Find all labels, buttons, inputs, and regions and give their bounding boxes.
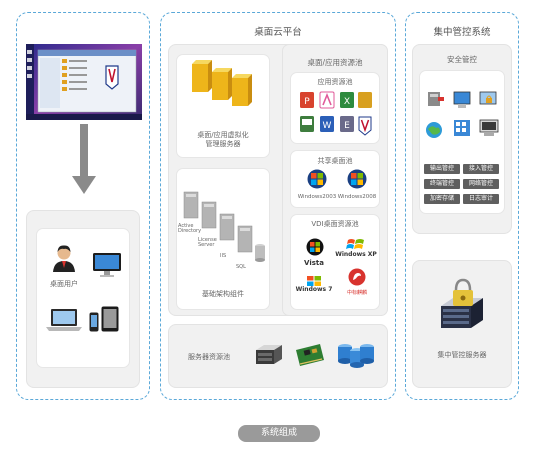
- infrastructure-servers-icon: [180, 188, 266, 272]
- app-icons-grid: P X W E: [298, 90, 374, 138]
- infra-sql-label: SQL: [236, 264, 246, 270]
- server-icon: [190, 58, 256, 108]
- desktop-user-label: 桌面用户: [50, 280, 78, 288]
- shared-item-win2003: Windows2003: [297, 194, 337, 200]
- svg-text:E: E: [344, 121, 350, 131]
- central-control-zone: [405, 12, 519, 400]
- svg-text:W: W: [323, 121, 332, 131]
- laptop-icon: [46, 308, 82, 332]
- user-panel-inner: [36, 228, 130, 368]
- vdi-item-kylin: 中标麒麟: [346, 290, 367, 296]
- desktop-cloud-zone: [160, 12, 396, 400]
- windows-flag-icon: [346, 236, 366, 250]
- tag-output-control: 输出管控: [424, 164, 460, 174]
- system-composition-label: 系统组成: [260, 428, 297, 438]
- vdi-item-win7: Windows 7: [295, 286, 333, 293]
- vdi-pool-box: [290, 214, 380, 310]
- vdi-item-vista: Vista: [304, 259, 324, 267]
- infra-license-label: License Server: [198, 237, 217, 248]
- down-arrow-icon: [72, 124, 96, 196]
- virtualization-server-label: 桌面/应用虚拟化 管理服务器: [197, 131, 249, 148]
- circuit-board-icon: [294, 342, 326, 368]
- client-zone: [16, 12, 150, 400]
- infrastructure-label: 基础架构组件: [202, 290, 244, 298]
- windows-flag-icon: [306, 272, 322, 286]
- tablet-icon: [101, 306, 119, 332]
- windows-logo-icon: [347, 169, 367, 189]
- shared-item-win2008: Windows2008: [337, 194, 377, 200]
- phone-icon: [89, 312, 99, 332]
- svg-text:X: X: [344, 97, 350, 107]
- svg-text:P: P: [304, 97, 310, 107]
- cloud-title: 桌面云平台: [254, 27, 302, 38]
- control-server-label: 集中管控服务器: [437, 351, 487, 359]
- tag-encrypted-storage: 加密存储: [424, 194, 460, 204]
- tag-access-control: 接入管控: [463, 164, 499, 174]
- server-pool-label: 服务器资源池: [188, 353, 230, 361]
- kylin-logo-icon: [348, 268, 366, 286]
- windows-logo-icon: [307, 169, 327, 189]
- monitor-icon: [92, 252, 122, 278]
- desktop-screenshot: [26, 44, 142, 120]
- infra-iis-label: IIS: [220, 253, 227, 259]
- vdi-pool-title: VDI桌面资源池: [311, 220, 359, 228]
- windows-logo-icon: [306, 238, 324, 256]
- resource-pool-title: 桌面/应用资源池: [307, 58, 363, 67]
- user-avatar-icon: [52, 244, 76, 272]
- shared-pool-title: 共享桌面池: [317, 157, 353, 165]
- mgmt-title: 集中管控系统: [433, 27, 491, 38]
- tag-log-audit: 日志审计: [463, 194, 499, 204]
- rack-server-icon: [254, 342, 284, 368]
- tag-network-control: 网络管控: [463, 179, 499, 189]
- system-composition-button[interactable]: 系统组成: [238, 425, 320, 442]
- security-title: 安全管控: [447, 55, 477, 64]
- security-icons-grid: [424, 88, 502, 146]
- infra-ad-label: Active Directory: [178, 223, 202, 234]
- database-icon: [336, 340, 374, 370]
- app-pool-title: 应用资源池: [317, 78, 353, 86]
- tag-terminal-control: 终端管控: [424, 179, 460, 189]
- secure-server-icon: [437, 276, 487, 332]
- vdi-item-winxp: Windows XP: [335, 251, 377, 258]
